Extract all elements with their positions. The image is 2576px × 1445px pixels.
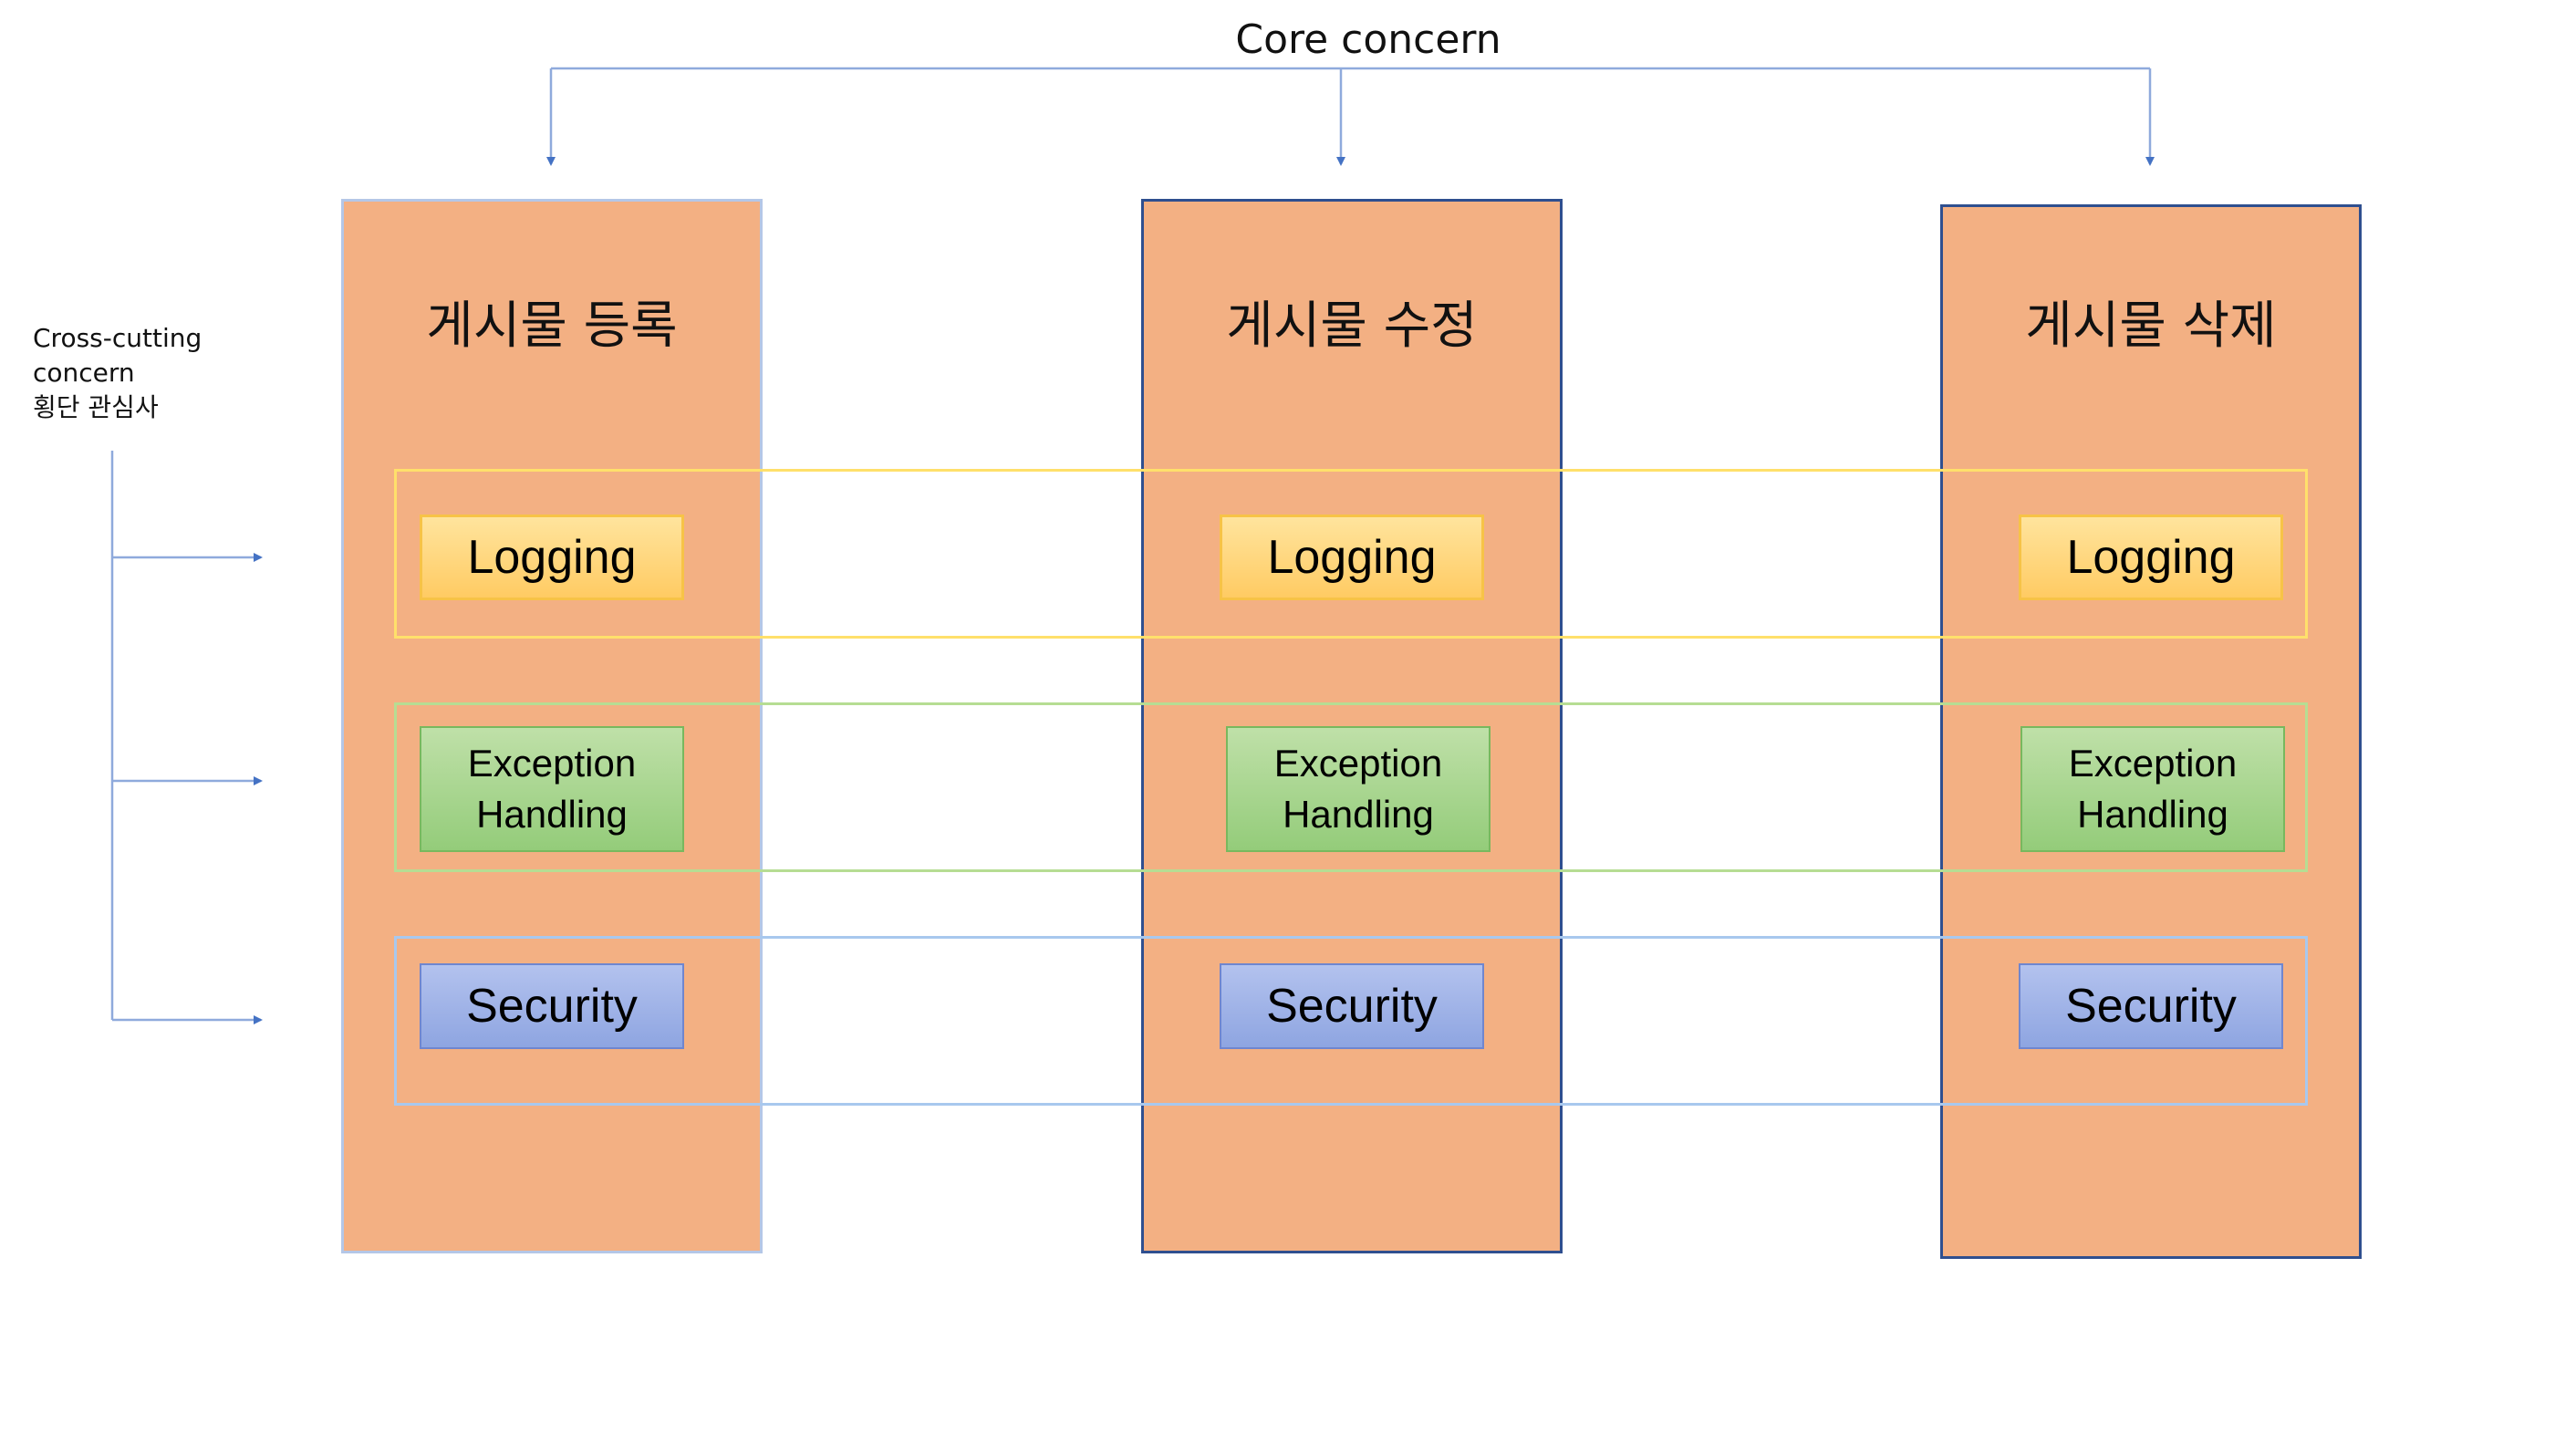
exception-label-line2: Handling bbox=[476, 793, 628, 836]
cross-cutting-label-line3: 횡단 관심사 bbox=[33, 392, 159, 422]
logging-box: Logging bbox=[2019, 515, 2283, 600]
exception-handling-box: Exception Handling bbox=[1226, 726, 1491, 852]
security-box: Security bbox=[420, 963, 684, 1049]
exception-label-line1: Exception bbox=[1273, 742, 1443, 785]
security-band bbox=[394, 936, 2308, 1106]
cross-cutting-concern-label: Cross-cutting concern 횡단 관심사 bbox=[33, 321, 270, 425]
security-label: Security bbox=[466, 980, 638, 1033]
core-concern-label: Core concern bbox=[1235, 16, 1501, 63]
cross-cutting-label-line1: Cross-cutting bbox=[33, 323, 203, 353]
exception-label-line2: Handling bbox=[2077, 793, 2228, 836]
security-label: Security bbox=[1266, 980, 1438, 1033]
exception-label-line1: Exception bbox=[2068, 742, 2238, 785]
cross-cutting-label-line2: concern bbox=[33, 358, 135, 388]
cross-cutting-connector bbox=[110, 451, 263, 1024]
logging-box: Logging bbox=[420, 515, 684, 600]
exception-label-line2: Handling bbox=[1283, 793, 1434, 836]
column-title: 게시물 삭제 bbox=[2025, 296, 2277, 356]
exception-label-line1: Exception bbox=[467, 742, 637, 785]
logging-box: Logging bbox=[1220, 515, 1484, 600]
logging-label: Logging bbox=[1267, 531, 1437, 584]
column-title: 게시물 등록 bbox=[426, 296, 678, 356]
column-title: 게시물 수정 bbox=[1226, 296, 1478, 356]
security-box: Security bbox=[2019, 963, 2283, 1049]
exception-handling-band bbox=[394, 702, 2308, 872]
logging-band bbox=[394, 469, 2308, 639]
core-concern-connector bbox=[546, 67, 2155, 166]
exception-handling-box: Exception Handling bbox=[2020, 726, 2285, 852]
logging-label: Logging bbox=[467, 531, 637, 584]
logging-label: Logging bbox=[2066, 531, 2236, 584]
security-box: Security bbox=[1220, 963, 1484, 1049]
exception-handling-box: Exception Handling bbox=[420, 726, 684, 852]
security-label: Security bbox=[2065, 980, 2237, 1033]
core-column-post-register: 게시물 등록 bbox=[341, 199, 763, 1253]
